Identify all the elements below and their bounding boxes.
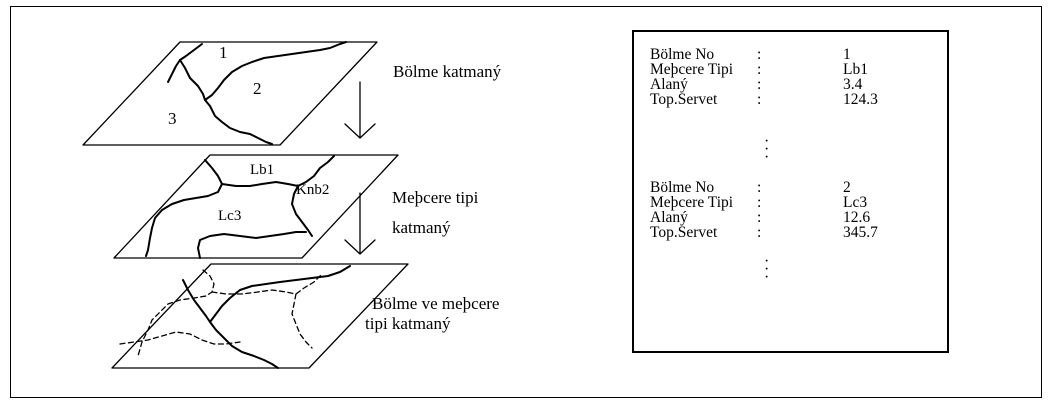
field-key: Meþcere Tipi <box>650 194 734 211</box>
layer2-boundary <box>291 185 313 237</box>
field-row: Alaný: 3.4 <box>650 76 940 93</box>
layer2-title-line1: Meþcere tipi <box>392 188 479 207</box>
layer3-boundary <box>209 265 351 323</box>
continuation-dots: ··· <box>764 133 770 166</box>
field-value: Lc3 <box>843 194 868 211</box>
layer1-boundary <box>204 41 347 101</box>
field-row: Bölme No: 1 <box>650 46 940 63</box>
layer3-plane <box>111 263 409 369</box>
field-value: 1 <box>843 46 851 63</box>
region-label-1: 1 <box>219 43 228 62</box>
field-key: Top.Servet <box>650 224 718 241</box>
layer1-boundary <box>179 43 203 61</box>
figure-frame <box>10 6 1042 398</box>
layer2-boundary <box>221 155 335 187</box>
field-row: Alaný: 12.6 <box>650 209 940 226</box>
region-label-knb2: Knb2 <box>296 182 330 198</box>
record-1: Bölme No: 1 Meþcere Tipi: Lb1 Alaný: 3.4 To… <box>650 46 940 108</box>
region-label-3: 3 <box>168 109 177 128</box>
region-label-2: 2 <box>253 79 262 98</box>
down-arrow-2 <box>344 192 376 255</box>
field-key: Bölme No <box>650 179 715 196</box>
layer1-title: Bölme katmaný <box>393 62 502 81</box>
layer3-overlay <box>291 293 313 349</box>
layer2-boundary <box>145 159 223 257</box>
field-row: Top.Servet: 124.3 <box>650 91 940 108</box>
field-sep: : <box>757 46 762 63</box>
field-sep: : <box>757 91 762 108</box>
field-sep: : <box>757 224 762 241</box>
region-label-lb1: Lb1 <box>250 162 275 178</box>
field-sep: : <box>757 61 762 78</box>
field-row: Bölme No: 2 <box>650 179 940 196</box>
layer3-title-line2: tipi katmaný <box>365 314 451 333</box>
field-value: 3.4 <box>843 76 863 93</box>
field-key: Top.Servet <box>650 91 718 108</box>
layer3-title-line1: Bölme ve meþcere <box>372 294 500 313</box>
field-sep: : <box>757 209 762 226</box>
layer1-boundary <box>179 59 273 145</box>
layer2-boundary <box>197 231 307 259</box>
record-2: Bölme No: 2 Meþcere Tipi: Lc3 Alaný: 12.6 T… <box>650 179 940 241</box>
down-arrow-1 <box>344 81 376 139</box>
layer1-plane <box>82 41 378 146</box>
field-sep: : <box>757 194 762 211</box>
field-row: Top.Servet: 345.7 <box>650 224 940 241</box>
field-value: Lb1 <box>843 61 868 78</box>
field-sep: : <box>757 76 762 93</box>
field-sep: : <box>757 179 762 196</box>
field-row: Meþcere Tipi: Lb1 <box>650 61 940 78</box>
region-label-lc3: Lc3 <box>218 208 242 224</box>
continuation-dots: ··· <box>764 253 770 286</box>
layer2-title-line2: katmaný <box>392 218 451 237</box>
field-key: Bölme No <box>650 46 715 63</box>
layer2-plane <box>113 154 399 259</box>
field-key: Alaný <box>650 209 688 226</box>
field-key: Alaný <box>650 76 688 93</box>
field-row: Meþcere Tipi: Lc3 <box>650 194 940 211</box>
attribute-table: Bölme No: 1 Meþcere Tipi: Lb1 Alaný: 3.4 To… <box>632 30 949 353</box>
layer3-overlay <box>211 273 323 295</box>
field-value: 2 <box>843 179 851 196</box>
layer3-overlay <box>119 331 241 345</box>
field-value: 12.6 <box>843 209 871 226</box>
field-value: 124.3 <box>843 91 878 108</box>
layer1-boundary <box>167 59 181 83</box>
field-key: Meþcere Tipi <box>650 61 734 78</box>
layer3-overlay <box>137 269 215 357</box>
field-value: 345.7 <box>843 224 878 241</box>
layer3-boundary <box>182 279 279 369</box>
